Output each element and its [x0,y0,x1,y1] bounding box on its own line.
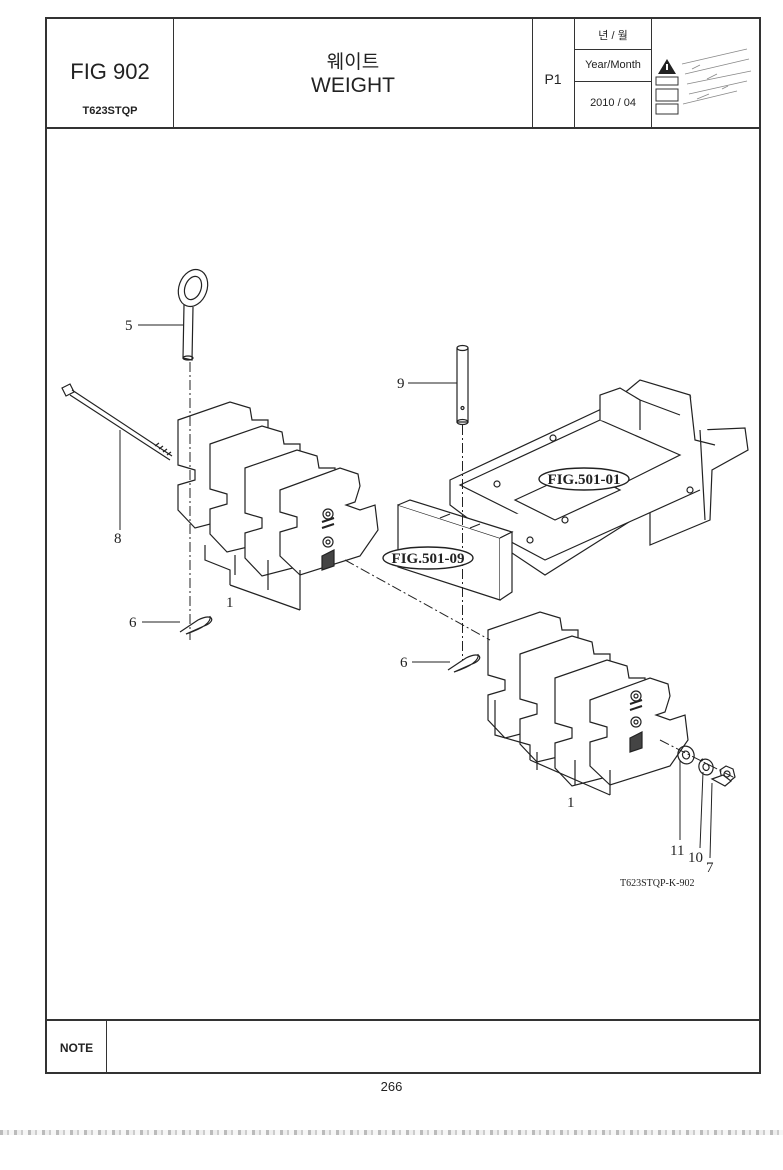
callout-11: 11 [670,843,684,859]
fig-label: FIG 902 [70,59,150,84]
callout-5: 5 [125,318,133,334]
title-korean: 웨이트 [326,52,380,73]
callout-9: 9 [397,376,405,392]
callout-1-left: 1 [226,595,234,611]
callout-7: 7 [706,860,714,876]
reference-oval-501-09 [382,546,474,570]
callout-6-right: 6 [400,655,408,671]
callout-leaders [119,324,713,859]
manual-icon-group [655,48,752,115]
note-row: NOTE [47,1019,759,1074]
year-month-korean: 년 / 월 [598,30,628,42]
weight-stack-right [487,611,689,787]
lock-washer-part [698,758,714,776]
nut-part-second [710,774,732,787]
model-label: T623STQP [82,105,138,117]
reference-oval-501-01 [538,467,630,491]
manual-pages-icon [681,48,752,105]
straight-pin-part [456,344,469,426]
leader-1-left [204,545,301,611]
reference-fig-501-09: FIG.501-09 [392,551,465,567]
date-divider-2 [575,81,652,82]
callout-8: 8 [114,531,122,547]
page-cell [533,19,575,127]
date-cell [575,19,652,127]
spring-clip-left-part [179,615,213,635]
title-block: FIG 902 T623STQP 웨이트 WEIGHT P1 년 / 월 Yea… [47,19,759,129]
page-number: 266 [380,1079,403,1094]
assembly-lines [189,362,736,779]
fig-cell [47,19,174,127]
drawing-code: T623STQP-K-902 [620,878,694,889]
callout-6-left: 6 [129,615,137,631]
reference-fig-501-01: FIG.501-01 [548,472,621,488]
warning-triangle-icon [655,59,679,115]
title-english: WEIGHT [311,74,395,97]
note-label: NOTE [47,1021,107,1074]
callout-10: 10 [688,850,703,866]
page-frame: FIG 902 T623STQP 웨이트 WEIGHT P1 년 / 월 Yea… [45,17,761,1074]
date-divider-1 [575,49,652,50]
washer-part [677,745,695,765]
title-cell [174,19,533,127]
spring-clip-right-part [447,653,481,673]
pin-with-ring-part [177,268,209,361]
callout-1-right: 1 [567,795,575,811]
year-month-value: 2010 / 04 [590,97,636,109]
leader-1-right [494,700,611,796]
weight-stack-left [177,401,379,577]
long-bolt-part [61,383,173,461]
year-month-label: Year/Month [585,59,641,71]
page-indicator: P1 [544,71,562,87]
scan-artifact-strip [0,1130,783,1135]
